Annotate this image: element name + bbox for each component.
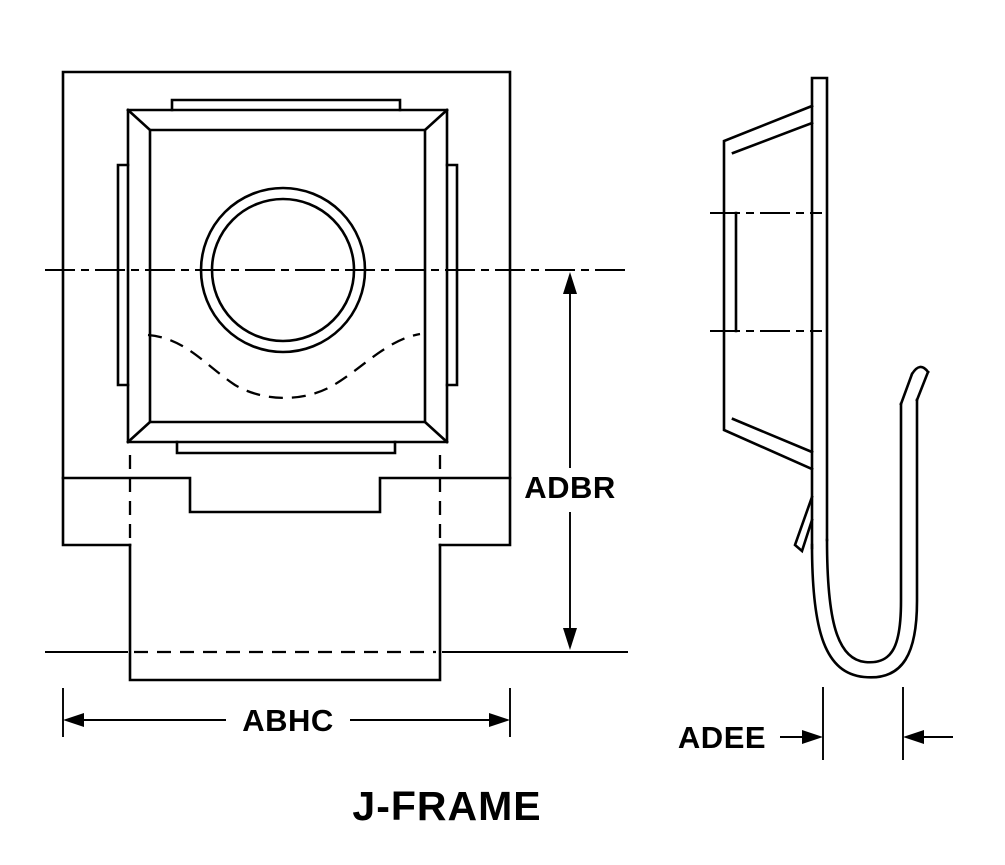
hook-outer [810, 398, 919, 679]
nut-top-tab [170, 98, 402, 112]
abhc-label: ABHC [242, 703, 334, 738]
adee-extension-lines [822, 687, 904, 760]
hook-tip [899, 365, 930, 406]
adbr-arrow-up-icon [563, 272, 577, 294]
nut-corner-bevels [126, 108, 449, 444]
spring-hidden-curve [147, 332, 421, 400]
nut-left-tab [116, 163, 130, 387]
dimension-adee: ADEE [678, 687, 953, 760]
front-base-step [61, 476, 512, 514]
adee-label: ADEE [678, 720, 766, 755]
clip-back-strip [810, 76, 829, 550]
nut-right-tab [445, 163, 459, 387]
dimension-abhc: ABHC [62, 688, 511, 738]
nut-outer-square [126, 108, 449, 444]
leg-hidden-edges [128, 455, 442, 543]
nut-inner-square [148, 128, 427, 424]
nut-bottom-tab [175, 440, 397, 455]
drawing-title: J-FRAME [352, 783, 541, 829]
dimension-adbr: ADBR [524, 272, 616, 650]
adee-arrow-right-icon [802, 730, 823, 744]
leg-outline [128, 543, 442, 682]
abhc-arrow-right-icon [489, 713, 510, 727]
adee-arrow-left-icon [903, 730, 924, 744]
abhc-extension-lines [62, 688, 511, 737]
spring-tongue [793, 495, 814, 554]
front-frame-outline [61, 70, 512, 547]
abhc-arrow-left-icon [63, 713, 84, 727]
adbr-arrow-down-icon [563, 628, 577, 650]
side-nut-thickness [731, 121, 814, 454]
adbr-label: ADBR [524, 470, 616, 505]
side-nut-outline [722, 104, 814, 471]
side-view [710, 76, 930, 679]
side-hole-centerlines [710, 212, 822, 332]
front-view [45, 70, 628, 682]
hook-inner [825, 402, 903, 664]
